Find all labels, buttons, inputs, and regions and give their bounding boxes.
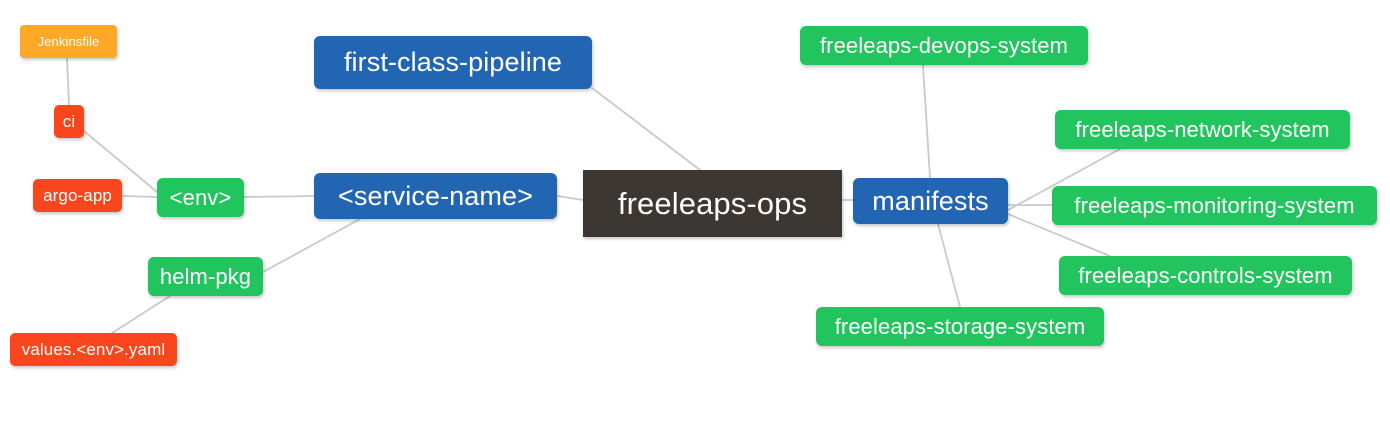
mindmap-edge (556, 195, 584, 201)
mindmap-node-freeleaps-devops-system[interactable]: freeleaps-devops-system (800, 26, 1088, 65)
mindmap-node-freeleaps-ops[interactable]: freeleaps-ops (583, 170, 842, 237)
mindmap-node-freeleaps-storage-system[interactable]: freeleaps-storage-system (816, 307, 1104, 346)
mindmap-edge (922, 64, 931, 179)
mindmap-node-env[interactable]: <env> (157, 178, 244, 217)
mindmap-node-freeleaps-network-system[interactable]: freeleaps-network-system (1055, 110, 1350, 149)
mindmap-edge (591, 87, 701, 171)
mindmap-edge (937, 223, 961, 308)
mindmap-node-ci[interactable]: ci (54, 105, 84, 138)
mindmap-node-service-name[interactable]: <service-name> (314, 173, 557, 219)
mindmap-node-argo-app[interactable]: argo-app (33, 179, 122, 212)
mindmap-node-helm-pkg[interactable]: helm-pkg (148, 257, 263, 296)
mindmap-node-freeleaps-monitoring-system[interactable]: freeleaps-monitoring-system (1052, 186, 1377, 225)
mindmap-edge (243, 195, 315, 198)
mindmap-node-first-class-pipeline[interactable]: first-class-pipeline (314, 36, 592, 89)
mindmap-node-jenkinsfile[interactable]: Jenkinsfile (20, 25, 117, 58)
mindmap-edge (66, 57, 70, 106)
mindmap-edge (121, 195, 158, 198)
mindmap-node-manifests[interactable]: manifests (853, 178, 1008, 224)
mindmap-node-freeleaps-controls-system[interactable]: freeleaps-controls-system (1059, 256, 1352, 295)
mindmap-edge (262, 218, 361, 273)
mindmap-node-values-yaml[interactable]: values.<env>.yaml (10, 333, 177, 366)
mindmap-edge (111, 295, 171, 334)
